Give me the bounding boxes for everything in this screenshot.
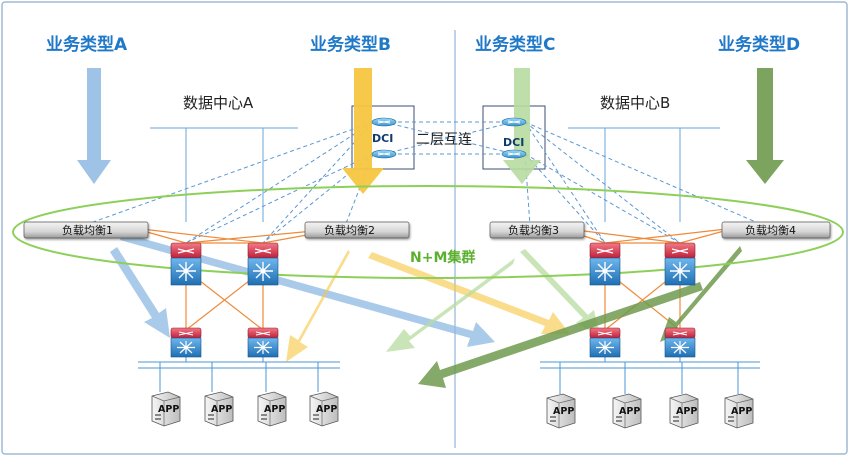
service-arrow-icon <box>77 68 784 194</box>
app-label: APP <box>676 406 697 417</box>
dci-right-label: DCI <box>503 136 524 149</box>
app-label: APP <box>619 406 640 417</box>
load-balancer-2-label: 负载均衡2 <box>324 223 375 237</box>
service-arrow-d <box>746 68 784 184</box>
l2-interconnect-label: 二层互连 <box>416 132 472 148</box>
flow-b-to-app-a <box>286 250 350 362</box>
cluster-label: N+M集群 <box>410 249 475 266</box>
flow-c-to-app-a <box>386 258 515 352</box>
app-label: APP <box>731 406 752 417</box>
app-label: APP <box>553 406 574 417</box>
load-balancer-1-label: 负载均衡1 <box>62 223 113 237</box>
service-type-d-label: 业务类型D <box>718 34 800 55</box>
datacenter-a-label: 数据中心A <box>183 94 254 112</box>
app-label: APP <box>211 404 232 415</box>
l2-interconnect-lines <box>81 121 766 244</box>
load-balancer-3-label: 负载均衡3 <box>508 223 559 237</box>
app-label: APP <box>158 404 179 415</box>
traffic-flows <box>110 233 742 388</box>
flow-d-to-app-a <box>418 282 703 388</box>
dci-left-label: DCI <box>372 132 393 145</box>
service-type-c-label: 业务类型C <box>475 34 555 55</box>
service-arrow-b <box>342 68 384 194</box>
datacenter-b-label: 数据中心B <box>600 94 670 112</box>
load-balancer-4-label: 负载均衡4 <box>745 223 796 237</box>
flow-d-to-app-b <box>660 246 742 342</box>
load-balancer-icon <box>23 221 831 239</box>
service-type-b-label: 业务类型B <box>310 34 391 55</box>
cluster-ring <box>12 185 844 279</box>
flow-c-to-app-b <box>520 249 600 336</box>
dc-b-uplinks <box>568 127 720 222</box>
service-arrow-c <box>503 68 541 184</box>
app-label: APP <box>264 404 285 415</box>
service-arrow-a <box>77 68 111 184</box>
app-label: APP <box>316 404 337 415</box>
flow-a-to-app-a <box>110 247 170 338</box>
flow-a-to-app-b <box>120 233 495 347</box>
service-type-a-label: 业务类型A <box>46 34 128 55</box>
